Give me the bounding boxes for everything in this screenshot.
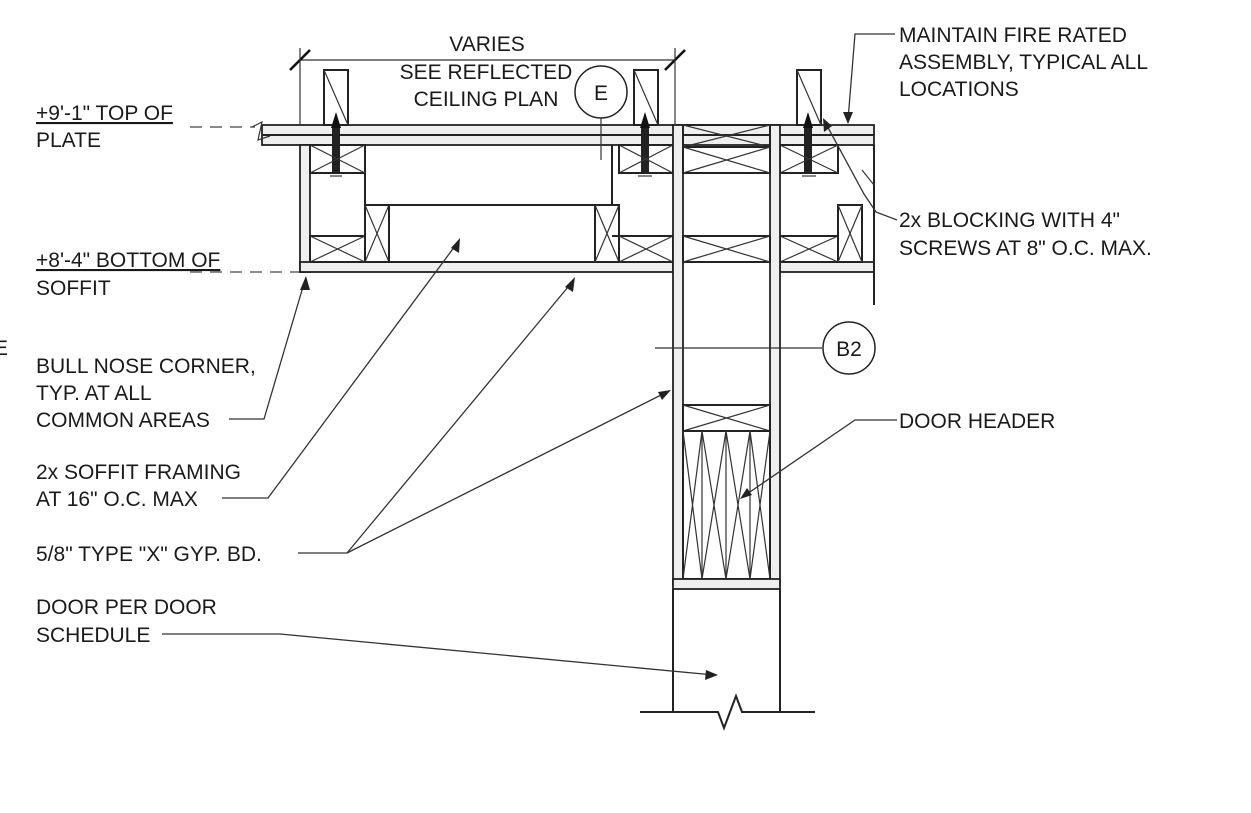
tag-e — [574, 65, 628, 160]
label-bullnose-2: TYP. AT ALL — [36, 382, 152, 405]
screw-left — [330, 112, 342, 177]
tag-b2-label: B2 — [836, 338, 862, 361]
tag-b2 — [655, 321, 876, 375]
label-door-1: DOOR PER DOOR — [36, 596, 217, 619]
label-fire-1: MAINTAIN FIRE RATED — [899, 24, 1127, 47]
dimension-varies — [289, 48, 686, 125]
upper-studs — [323, 69, 822, 126]
label-gyp-bd: 5/8" TYPE "X" GYP. BD. — [36, 543, 262, 566]
tag-e-label: E — [594, 82, 608, 105]
label-blocking-1: 2x BLOCKING WITH 4" — [899, 209, 1120, 232]
level-lines — [190, 126, 300, 273]
label-door-header: DOOR HEADER — [899, 410, 1055, 433]
label-top-plate-2: PLATE — [36, 129, 101, 152]
label-edge-fragment: E — [0, 337, 8, 360]
label-see-rcp-1: SEE REFLECTED — [400, 61, 573, 84]
wall — [640, 124, 815, 731]
soffit-box — [299, 144, 875, 305]
label-fire-3: LOCATIONS — [899, 78, 1019, 101]
screws — [330, 112, 816, 177]
label-soffit-framing-2: AT 16" O.C. MAX — [36, 488, 198, 511]
label-soffit-framing-1: 2x SOFFIT FRAMING — [36, 461, 241, 484]
labels: VARIES SEE REFLECTED CEILING PLAN E B2 +… — [0, 24, 1152, 647]
blocking — [309, 144, 863, 263]
screw-center — [638, 112, 652, 177]
label-blocking-2: SCREWS AT 8" O.C. MAX. — [899, 237, 1152, 260]
label-bottom-soffit-2: SOFFIT — [36, 277, 111, 300]
screw-right — [802, 112, 816, 177]
label-bullnose-1: BULL NOSE CORNER, — [36, 355, 256, 378]
label-see-rcp-2: CEILING PLAN — [414, 88, 559, 111]
label-fire-2: ASSEMBLY, TYPICAL ALL — [899, 51, 1148, 74]
leaders — [162, 33, 898, 680]
label-top-plate-1: +9'-1" TOP OF — [36, 102, 173, 125]
label-bullnose-3: COMMON AREAS — [36, 409, 210, 432]
label-varies: VARIES — [449, 33, 524, 56]
label-door-2: SCHEDULE — [36, 624, 150, 647]
label-bottom-soffit-1: +8'-4" BOTTOM OF — [36, 249, 220, 272]
